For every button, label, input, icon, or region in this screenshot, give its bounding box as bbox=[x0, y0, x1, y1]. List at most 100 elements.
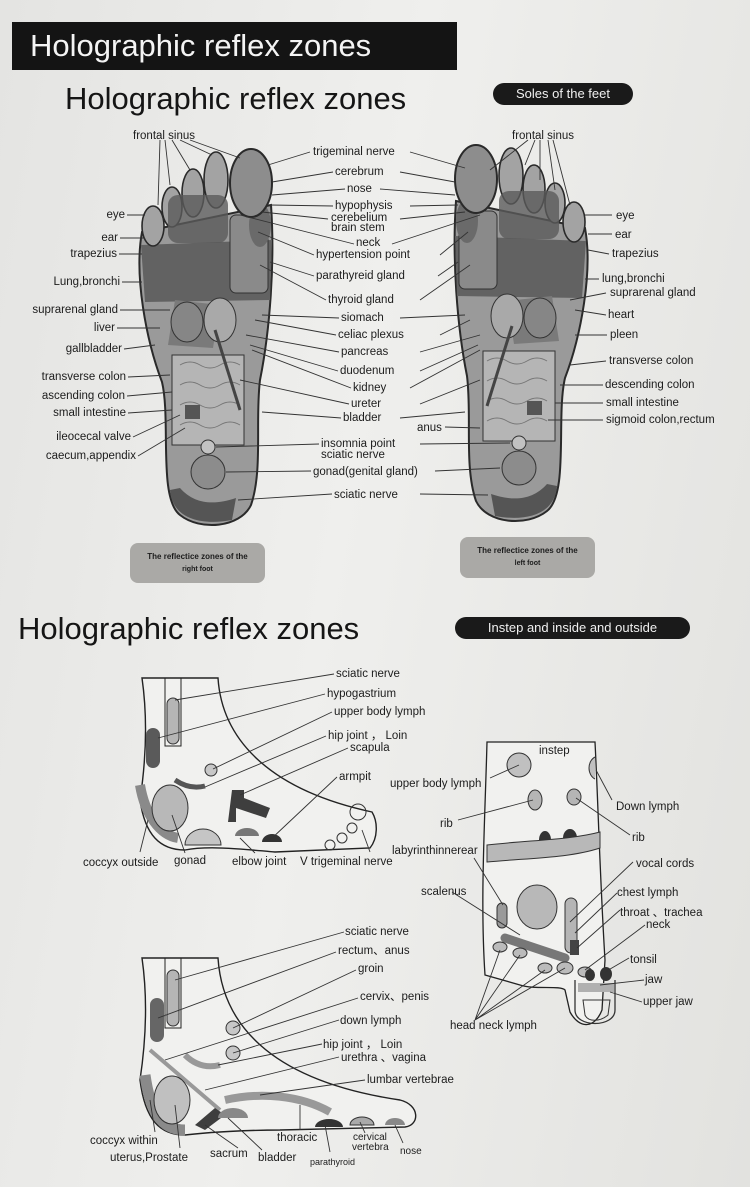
soles-section-title: Holographic reflex zones bbox=[65, 81, 407, 116]
soles-badge: Soles of the feet bbox=[493, 83, 633, 105]
label-instep-upper-body-lymph: upper body lymph bbox=[390, 778, 482, 790]
label-labyrinth-inner-ear: labyrinthinnerear bbox=[392, 845, 478, 857]
label-ear-left: ear bbox=[615, 229, 632, 241]
label-ascending-colon: ascending colon bbox=[41, 390, 125, 402]
label-lung-right: Lung,bronchi bbox=[53, 276, 121, 288]
sole-leader-lines bbox=[117, 139, 612, 501]
label-scalenus: scalenus bbox=[421, 886, 467, 898]
label-frontal-sinus-right: frontal sinus bbox=[133, 130, 196, 142]
label-coccyx-outside: coccyx outside bbox=[83, 857, 159, 869]
label-jaw: jaw bbox=[645, 974, 663, 986]
label-cerebelium: cerebelium bbox=[331, 212, 388, 224]
label-inside-nose: nose bbox=[400, 1146, 422, 1157]
label-eye-left: eye bbox=[616, 210, 635, 222]
label-insomnia-point: insomnia point bbox=[321, 438, 396, 450]
left-caption-line2: left foot bbox=[514, 560, 541, 567]
label-scapula: scapula bbox=[350, 742, 390, 754]
right-caption-line2: right foot bbox=[182, 566, 213, 573]
label-groin: groin bbox=[358, 963, 384, 975]
label-sciatic-nerve-lower: sciatic nerve bbox=[334, 489, 398, 501]
label-ear-right: ear bbox=[101, 232, 118, 244]
label-outside-upper-body-lymph: upper body lymph bbox=[334, 706, 426, 718]
label-sciatic-nerve-upper: sciatic nerve bbox=[321, 449, 385, 461]
left-caption-line1: The reflectice zones of the bbox=[477, 546, 578, 555]
label-v-trigeminal-nerve: V trigeminal nerve bbox=[300, 856, 393, 868]
label-cerebrum: cerebrum bbox=[335, 166, 384, 178]
label-elbow-joint: elbow joint bbox=[232, 856, 287, 868]
label-rectum-anus: rectum、anus bbox=[338, 945, 410, 957]
label-outside-sciatic-nerve: sciatic nerve bbox=[336, 668, 400, 680]
inside-foot-drawing bbox=[139, 931, 417, 1153]
label-sacrum: sacrum bbox=[210, 1148, 248, 1160]
right-caption-line1: The reflectice zones of the bbox=[147, 552, 248, 561]
label-gallbladder: gallbladder bbox=[65, 343, 122, 355]
header-banner: Holographic reflex zones bbox=[12, 22, 457, 70]
label-down-lymph: down lymph bbox=[340, 1015, 402, 1027]
label-head-neck-lymph: head neck lymph bbox=[450, 1020, 537, 1032]
label-trigeminal-nerve: trigeminal nerve bbox=[313, 146, 395, 158]
label-rib-left: rib bbox=[440, 818, 453, 830]
label-ileocecal-valve: ileocecal valve bbox=[56, 431, 131, 443]
label-transverse-colon-left: transverse colon bbox=[609, 355, 694, 367]
label-cervix-penis: cervix、penis bbox=[360, 991, 430, 1003]
label-hypophysis: hypophysis bbox=[335, 200, 393, 212]
label-down-lymph-instep: Down lymph bbox=[616, 801, 680, 813]
label-stomach: siomach bbox=[341, 312, 384, 324]
label-pancreas: pancreas bbox=[341, 346, 389, 358]
label-cervical: cervical bbox=[353, 1132, 387, 1143]
label-vocal-cords: vocal cords bbox=[636, 858, 695, 870]
label-gonad: gonad(genital gland) bbox=[313, 466, 418, 478]
left-foot-caption: The reflectice zones of the left foot bbox=[460, 537, 595, 578]
label-anus: anus bbox=[417, 422, 442, 434]
label-chest-lymph: chest lymph bbox=[617, 887, 679, 899]
label-lung-left: lung,bronchi bbox=[602, 273, 665, 285]
label-transverse-colon-right: transverse colon bbox=[41, 371, 126, 383]
outside-foot-drawing bbox=[135, 673, 377, 854]
label-suprarenal-right: suprarenal gland bbox=[32, 304, 118, 316]
right-foot-sole bbox=[137, 147, 274, 527]
label-trapezius-left: trapezius bbox=[612, 248, 659, 260]
label-instep-neck: neck bbox=[646, 919, 671, 931]
label-hypogastrium: hypogastrium bbox=[327, 688, 397, 700]
left-foot-sole bbox=[453, 143, 590, 523]
label-bladder: bladder bbox=[343, 412, 382, 424]
label-instep: instep bbox=[539, 745, 570, 757]
label-thoracic: thoracic bbox=[277, 1132, 318, 1144]
label-frontal-sinus-left: frontal sinus bbox=[512, 130, 575, 142]
right-foot-caption: The reflectice zones of the right foot bbox=[130, 543, 265, 583]
label-upper-jaw: upper jaw bbox=[643, 996, 693, 1008]
label-trapezius-right: trapezius bbox=[70, 248, 117, 260]
label-inside-sciatic-nerve: sciatic nerve bbox=[345, 926, 409, 938]
label-ureter: ureter bbox=[351, 398, 382, 410]
label-heart: heart bbox=[608, 309, 635, 321]
label-outside-gonad: gonad bbox=[174, 855, 206, 867]
label-vertebra: vertebra bbox=[352, 1142, 389, 1153]
label-thyroid-gland: thyroid gland bbox=[328, 294, 394, 306]
label-liver: liver bbox=[93, 322, 115, 334]
label-outside-hip-joint: hip joint ， Loin bbox=[328, 730, 408, 742]
label-small-intestine-left: small intestine bbox=[606, 397, 679, 409]
label-small-intestine-right: small intestine bbox=[53, 407, 126, 419]
label-tonsil: tonsil bbox=[630, 954, 657, 966]
label-hypertension-point: hypertension point bbox=[316, 249, 410, 261]
label-uterus-prostate: uterus,Prostate bbox=[110, 1152, 188, 1164]
label-celiac-plexus: celiac plexus bbox=[338, 329, 404, 341]
label-throat-trachea: throat 、trachea bbox=[620, 907, 703, 919]
label-inside-bladder: bladder bbox=[258, 1152, 297, 1164]
label-brain-stem: brain stem bbox=[331, 222, 385, 234]
instep-badge: Instep and inside and outside bbox=[455, 617, 690, 639]
label-caecum-appendix: caecum,appendix bbox=[45, 450, 136, 462]
instep-section-title: Holographic reflex zones bbox=[18, 611, 360, 646]
label-duodenum: duodenum bbox=[340, 365, 395, 377]
label-kidney: kidney bbox=[353, 382, 387, 394]
label-suprarenal-left: suprarenal gland bbox=[610, 287, 696, 299]
label-descending-colon: descending colon bbox=[605, 379, 695, 391]
label-urethra-vagina: urethra 、vagina bbox=[341, 1052, 427, 1064]
label-neck: neck bbox=[356, 237, 381, 249]
label-parathyreid-gland: parathyreid gland bbox=[316, 270, 405, 282]
label-lumbar-vertebrae: lumbar vertebrae bbox=[367, 1074, 454, 1086]
label-armpit: armpit bbox=[339, 771, 371, 783]
label-rib-right: rib bbox=[632, 832, 645, 844]
label-sigmoid-colon: sigmoid colon,rectum bbox=[606, 414, 715, 426]
